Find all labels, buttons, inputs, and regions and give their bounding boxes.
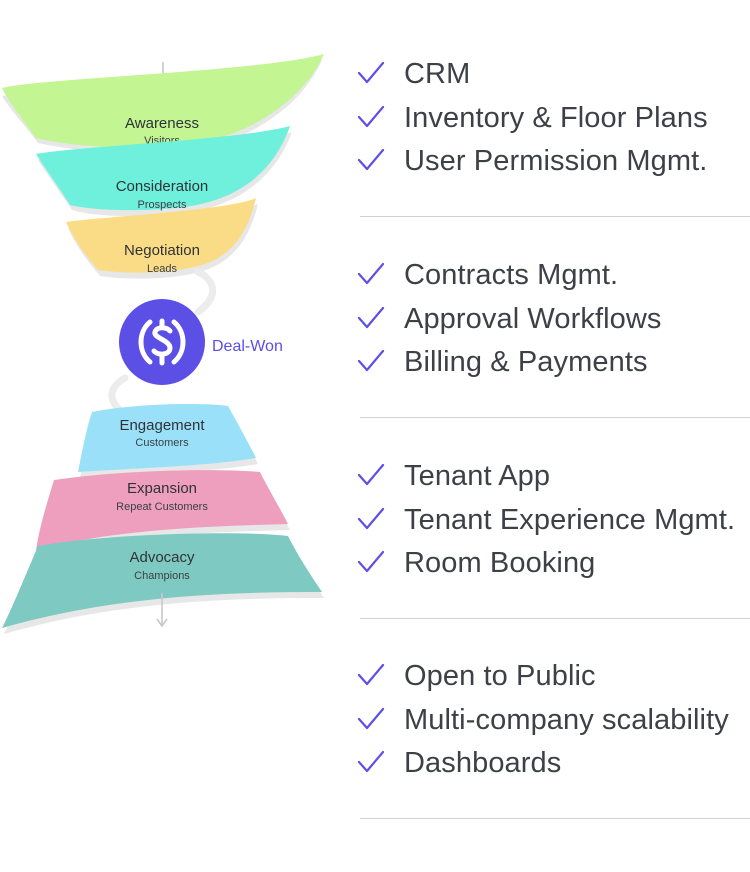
feature-item: CRM	[356, 56, 750, 92]
stage-title-consideration: Consideration	[116, 178, 209, 195]
feature-item: Billing & Payments	[356, 344, 750, 380]
checkmark-icon	[356, 506, 390, 534]
stage-expansion: Expansion Repeat Customers	[36, 470, 290, 556]
feature-item: Multi-company scalability	[356, 702, 750, 738]
feature-item: Tenant App	[356, 458, 750, 494]
feature-list: CRM Inventory & Floor Plans User Permiss…	[356, 0, 750, 872]
stage-awareness: Awareness Visitors	[2, 54, 324, 154]
feature-item: Tenant Experience Mgmt.	[356, 502, 750, 538]
feature-label: Tenant Experience Mgmt.	[404, 503, 736, 536]
feature-label: Approval Workflows	[404, 302, 662, 335]
deal-won-badge: Deal-Won	[119, 299, 283, 385]
stage-advocacy: Advocacy Champions	[2, 533, 324, 634]
stage-subtitle-leads: Leads	[147, 263, 177, 275]
checkmark-icon	[356, 462, 390, 490]
feature-item: Dashboards	[356, 745, 750, 781]
feature-label: Contracts Mgmt.	[404, 258, 619, 291]
stage-title-expansion: Expansion	[127, 480, 197, 497]
stage-subtitle-customers: Customers	[135, 437, 189, 449]
connector-swoosh-bottom	[108, 374, 129, 416]
feature-label: Inventory & Floor Plans	[404, 101, 708, 134]
stage-engagement: Engagement Customers	[78, 404, 258, 478]
stage-title-engagement: Engagement	[119, 417, 205, 434]
stage-title-awareness: Awareness	[125, 115, 199, 132]
feature-label: Room Booking	[404, 546, 596, 579]
feature-label: User Permission Mgmt.	[404, 144, 708, 177]
feature-label: Open to Public	[404, 659, 596, 692]
divider	[360, 618, 750, 619]
deal-won-label: Deal-Won	[212, 338, 283, 355]
stage-subtitle-prospects: Prospects	[138, 199, 187, 211]
checkmark-icon	[356, 104, 390, 132]
stage-title-advocacy: Advocacy	[129, 549, 195, 566]
feature-item: Inventory & Floor Plans	[356, 100, 750, 136]
sales-funnel-diagram: Awareness Visitors Consideration Prospec…	[2, 54, 324, 634]
checkmark-icon	[356, 147, 390, 175]
stage-subtitle-repeat-customers: Repeat Customers	[116, 501, 208, 513]
feature-item: User Permission Mgmt.	[356, 143, 750, 179]
feature-item: Room Booking	[356, 545, 750, 581]
divider	[360, 417, 750, 418]
checkmark-icon	[356, 261, 390, 289]
feature-label: CRM	[404, 57, 471, 90]
checkmark-icon	[356, 749, 390, 777]
feature-item: Open to Public	[356, 658, 750, 694]
feature-label: Tenant App	[404, 459, 551, 492]
feature-item: Approval Workflows	[356, 301, 750, 337]
stage-subtitle-champions: Champions	[134, 570, 190, 582]
feature-label: Dashboards	[404, 746, 562, 779]
checkmark-icon	[356, 549, 390, 577]
checkmark-icon	[356, 662, 390, 690]
checkmark-icon	[356, 305, 390, 333]
connector-swoosh-top	[194, 268, 217, 316]
feature-item: Contracts Mgmt.	[356, 257, 750, 293]
checkmark-icon	[356, 60, 390, 88]
stage-title-negotiation: Negotiation	[124, 242, 200, 259]
divider	[360, 818, 750, 819]
divider	[360, 216, 750, 217]
stage-negotiation: Negotiation Leads	[66, 198, 258, 279]
feature-label: Multi-company scalability	[404, 703, 729, 736]
checkmark-icon	[356, 706, 390, 734]
feature-label: Billing & Payments	[404, 345, 648, 378]
checkmark-icon	[356, 348, 390, 376]
stage-consideration: Consideration Prospects	[36, 126, 292, 217]
